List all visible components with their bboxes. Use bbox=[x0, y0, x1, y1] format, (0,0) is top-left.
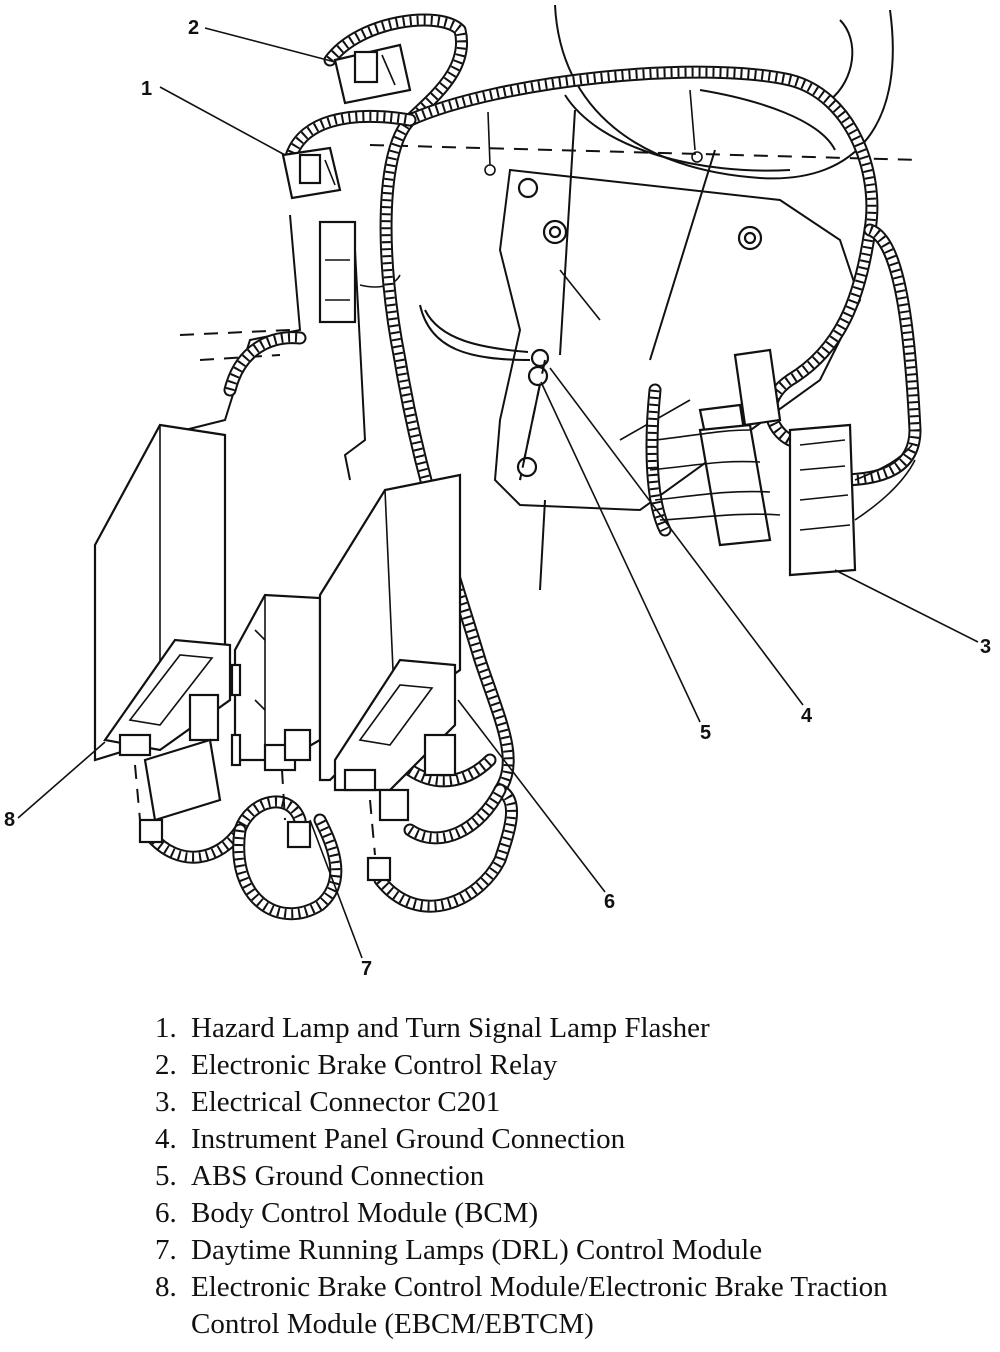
ebcm-module bbox=[93, 423, 232, 844]
callout-8: 8 bbox=[4, 809, 15, 831]
legend-number: 1. bbox=[155, 1012, 177, 1044]
legend-item: 7. Daytime Running Lamps (DRL) Control Mo… bbox=[155, 1232, 975, 1269]
component-legend: 1. Hazard Lamp and Turn Signal Lamp Flash… bbox=[155, 1010, 975, 1343]
dashboard-outline bbox=[179, 89, 921, 361]
legend-text: Body Control Module (BCM) bbox=[191, 1197, 539, 1229]
legend-number: 5. bbox=[155, 1160, 177, 1192]
legend-text: Electronic Brake Control Relay bbox=[191, 1049, 558, 1081]
legend-number: 7. bbox=[155, 1234, 177, 1266]
legend-text: Electronic Brake Control Module/Electron… bbox=[191, 1271, 888, 1340]
legend-number: 6. bbox=[155, 1197, 177, 1229]
callout-5: 5 bbox=[700, 722, 711, 744]
legend-text: ABS Ground Connection bbox=[191, 1160, 485, 1192]
legend-item: 8. Electronic Brake Control Module/Electr… bbox=[155, 1269, 891, 1343]
legend-item: 2. Electronic Brake Control Relay bbox=[155, 1047, 975, 1084]
legend-item: 5. ABS Ground Connection bbox=[155, 1158, 975, 1195]
callout-3: 3 bbox=[980, 636, 991, 658]
legend-item: 1. Hazard Lamp and Turn Signal Lamp Flash… bbox=[155, 1010, 975, 1047]
legend-item: 6. Body Control Module (BCM) bbox=[155, 1195, 975, 1232]
drl-module bbox=[230, 593, 322, 849]
callout-4: 4 bbox=[801, 705, 813, 727]
callout-7: 7 bbox=[361, 958, 372, 980]
legend-text: Electrical Connector C201 bbox=[191, 1086, 501, 1118]
instrument-panel-component-diagram: 1 2 3 4 5 6 7 8 bbox=[4, 4, 991, 980]
legend-text: Hazard Lamp and Turn Signal Lamp Flasher bbox=[191, 1012, 710, 1044]
legend-number: 4. bbox=[155, 1123, 177, 1155]
legend-item: 3. Electrical Connector C201 bbox=[155, 1084, 975, 1121]
legend-text: Daytime Running Lamps (DRL) Control Modu… bbox=[191, 1234, 763, 1266]
connector-c201 bbox=[649, 348, 916, 577]
callout-1: 1 bbox=[141, 78, 152, 100]
callout-leaders bbox=[17, 27, 979, 959]
legend-number: 3. bbox=[155, 1086, 177, 1118]
legend-number: 2. bbox=[155, 1049, 177, 1081]
hazard-flasher bbox=[281, 146, 342, 200]
callout-6: 6 bbox=[604, 891, 615, 913]
ground-wires bbox=[419, 304, 550, 481]
legend-item: 4. Instrument Panel Ground Connection bbox=[155, 1121, 975, 1158]
callout-2: 2 bbox=[188, 17, 199, 39]
legend-number: 8. bbox=[155, 1271, 177, 1303]
wiring-harness bbox=[143, 13, 922, 921]
mounting-bracket bbox=[493, 168, 862, 512]
legend-text: Instrument Panel Ground Connection bbox=[191, 1123, 626, 1155]
brake-control-relay bbox=[333, 43, 412, 105]
panel-support bbox=[184, 214, 401, 481]
bcm-module bbox=[318, 473, 462, 882]
